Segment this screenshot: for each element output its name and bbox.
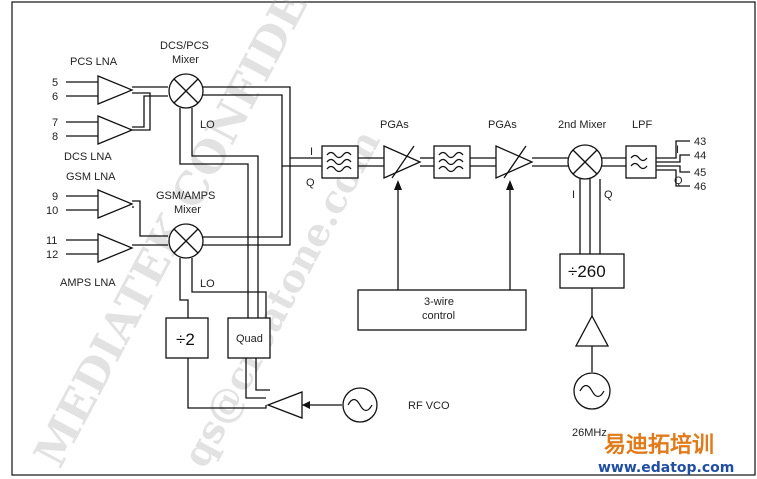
- pgas-2-label: PGAs: [488, 119, 517, 131]
- dcs-pcs-mixer-label-1: DCS/PCS: [160, 40, 209, 52]
- pin-10: 10: [46, 205, 58, 217]
- second-mixer-label: 2nd Mixer: [558, 119, 607, 131]
- gsm-lna-amplifier: [97, 189, 134, 219]
- pin-5: 5: [52, 77, 58, 89]
- lpf-label: LPF: [632, 119, 652, 131]
- input-pin-lines: [66, 81, 98, 255]
- pin-46: 46: [694, 181, 706, 193]
- if-filter-2: [433, 145, 471, 179]
- divide-by-2-label: ÷2: [176, 330, 195, 349]
- three-wire-label-1: 3-wire: [424, 296, 454, 308]
- brand-chinese: 易迪拓培训: [604, 432, 714, 458]
- lo-wiring: [179, 108, 267, 318]
- pga-2-variable-arrow: [503, 145, 527, 179]
- lo-bottom-label: LO: [200, 278, 215, 290]
- three-wire-label-2: control: [422, 310, 455, 322]
- dcs-pcs-mixer: [168, 73, 204, 109]
- pin-11: 11: [46, 235, 57, 247]
- gsm-amps-mixer: [168, 223, 204, 259]
- pgas-1-label: PGAs: [380, 119, 409, 131]
- pin-45: 45: [694, 167, 706, 179]
- lna-to-mixer-wiring: [132, 86, 168, 246]
- divide-by-2-block: [165, 317, 209, 359]
- gsm-amps-mixer-label-2: Mixer: [174, 204, 201, 216]
- q-out-label: Q: [674, 175, 683, 187]
- dcs-lna-label: DCS LNA: [64, 151, 112, 163]
- pga-2-amplifier: [495, 144, 534, 180]
- dcs-lna-amplifier: [97, 115, 134, 145]
- divide-by-260-label: ÷260: [568, 262, 606, 281]
- vco-arrow-icon: [302, 401, 310, 409]
- if-filter-1: [321, 145, 359, 179]
- output-pin-lines: [656, 140, 690, 187]
- pcs-lna-amplifier: [97, 75, 134, 105]
- lo-top-label: LO: [200, 119, 215, 131]
- i-first-label: I: [310, 146, 313, 158]
- brand-url: www.edatop.com: [598, 460, 734, 476]
- quad-label: Quad: [236, 333, 263, 345]
- pcs-lna-label: PCS LNA: [70, 56, 118, 68]
- low-pass-filter: [625, 145, 657, 179]
- pin-12: 12: [46, 249, 58, 261]
- pin-9: 9: [52, 191, 58, 203]
- pga-1-variable-arrow: [391, 145, 415, 179]
- rf-vco-source: [342, 387, 378, 423]
- pin-43: 43: [694, 136, 706, 148]
- pga-1-amplifier: [383, 144, 422, 180]
- q-first-label: Q: [306, 177, 315, 189]
- quadrature-block: [227, 317, 271, 359]
- diagram-border: [11, 1, 756, 476]
- vco-feed-wiring: [187, 358, 270, 409]
- dcs-pcs-mixer-label-2: Mixer: [172, 54, 199, 66]
- gsm-lna-label: GSM LNA: [66, 171, 116, 183]
- i-second-label: I: [572, 189, 575, 201]
- second-lo-wiring: [579, 179, 601, 254]
- q-second-label: Q: [604, 189, 613, 201]
- reference-oscillator: [573, 372, 611, 410]
- gsm-amps-mixer-label-1: GSM/AMPS: [156, 190, 215, 202]
- vco-buffer-amplifier: [266, 391, 303, 419]
- i-out-label: I: [676, 144, 679, 156]
- control-to-pga-wiring: [394, 180, 514, 290]
- rf-vco-label: RF VCO: [408, 400, 450, 412]
- second-mixer: [567, 144, 603, 180]
- three-wire-control-block: [357, 289, 527, 331]
- amps-lna-label: AMPS LNA: [60, 277, 116, 289]
- mixer-iq-bus: [203, 86, 322, 246]
- pin-44: 44: [694, 150, 706, 162]
- amps-lna-amplifier: [97, 233, 134, 263]
- pin-7: 7: [52, 117, 58, 129]
- pin-8: 8: [52, 131, 58, 143]
- ref-freq-label: 26MHz: [572, 427, 607, 439]
- reference-buffer-amplifier: [574, 314, 610, 347]
- pin-6: 6: [52, 91, 58, 103]
